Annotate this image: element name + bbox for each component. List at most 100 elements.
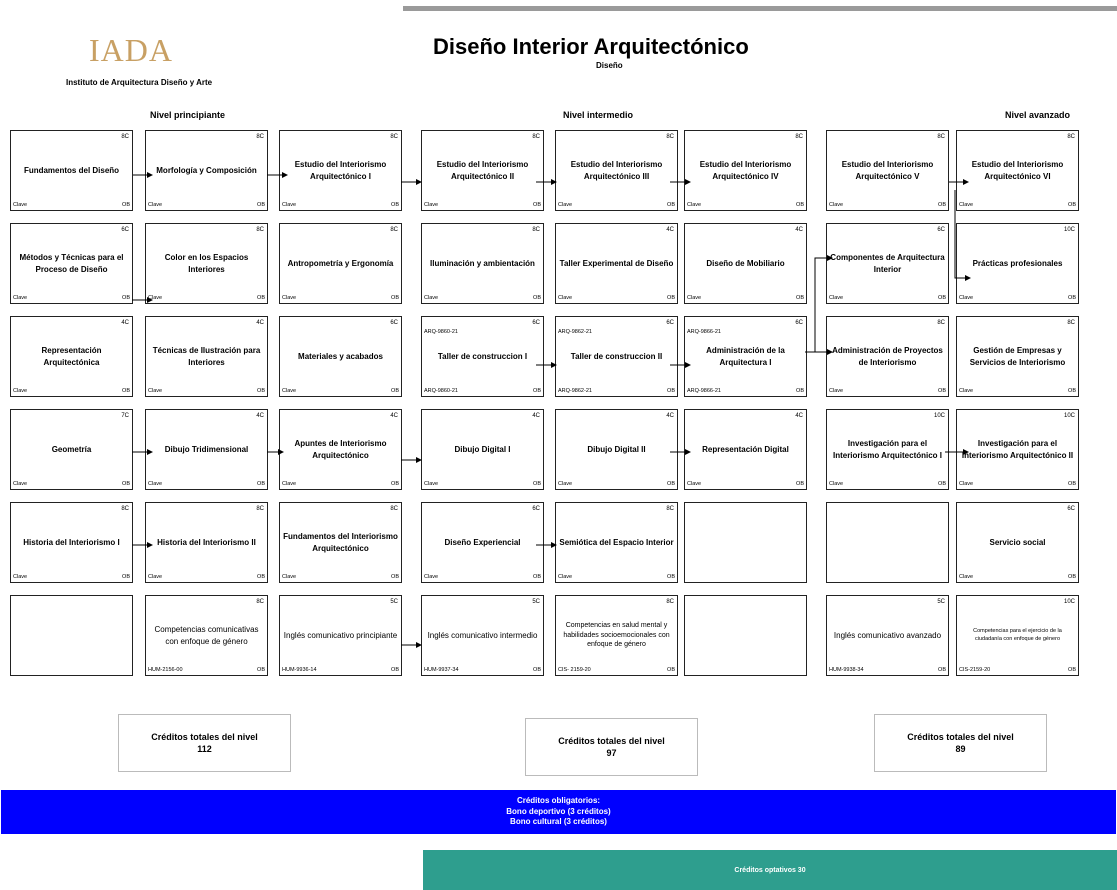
course-key: Clave	[148, 388, 163, 394]
course-key: Clave	[282, 481, 297, 487]
course-credits: 6C	[937, 227, 945, 233]
course-key: Clave	[687, 481, 702, 487]
total-advanced: Créditos totales del nivel 89	[874, 714, 1047, 772]
course-key: Clave	[424, 481, 439, 487]
course-key: Clave	[13, 295, 28, 301]
course-credits: 6C	[795, 320, 803, 326]
course-type: OB	[667, 295, 675, 301]
total-label: Créditos totales del nivel	[558, 735, 665, 746]
course-credits: 7C	[121, 413, 129, 419]
course-type: OB	[257, 574, 265, 580]
course-type: OB	[667, 574, 675, 580]
course-type: OB	[122, 295, 130, 301]
course-type: OB	[122, 388, 130, 394]
course-key: Clave	[148, 295, 163, 301]
total-value: 112	[197, 744, 212, 754]
course-name: Taller de construccion II	[570, 351, 663, 361]
course-type: OB	[938, 388, 946, 394]
course-credits: 6C	[121, 227, 129, 233]
course-credits: 8C	[666, 134, 674, 140]
course-credits: 10C	[933, 413, 945, 419]
course-name: Diseño Experiencial	[444, 537, 521, 547]
course-name: Fundamentos del Diseño	[23, 165, 120, 175]
course-key: Clave	[558, 202, 573, 208]
course-credits: 8C	[390, 227, 398, 233]
course-key: CIS-2159-20	[959, 667, 991, 673]
course-name: Geometría	[51, 444, 92, 454]
course-name: Antropometría y Ergonomía	[287, 258, 394, 268]
course-type: OB	[257, 202, 265, 208]
course-type: OB	[1068, 388, 1076, 394]
course-type: OB	[796, 388, 804, 394]
course-type: OB	[938, 202, 946, 208]
course-name: Morfología y Composición	[156, 165, 257, 175]
empty-cell	[684, 502, 807, 583]
course-name: Inglés comunicativo avanzado	[833, 630, 942, 640]
course-type: OB	[796, 202, 804, 208]
total-value: 97	[606, 748, 617, 758]
course-name: Inglés comunicativo intermedio	[427, 630, 538, 640]
level-advanced-label: Nivel avanzado	[1005, 110, 1071, 120]
course-type: OB	[533, 295, 541, 301]
empty-cell	[826, 502, 949, 583]
optional-credits-bar: Créditos optativos 30	[423, 850, 1117, 890]
course-key: Clave	[424, 202, 439, 208]
course-key: Clave	[959, 202, 974, 208]
course-credits: 8C	[121, 134, 129, 140]
course-type: OB	[257, 295, 265, 301]
course-name: Administración de Proyectos de Interiori…	[832, 346, 943, 367]
course-type: OB	[533, 388, 541, 394]
course-credits: 8C	[256, 134, 264, 140]
course-credits: 4C	[390, 413, 398, 419]
course-key: HUM-9936-14	[282, 667, 317, 673]
course-key: Clave	[959, 574, 974, 580]
course-credits: 8C	[256, 227, 264, 233]
course-credits: 6C	[532, 320, 540, 326]
course-key: Clave	[148, 202, 163, 208]
